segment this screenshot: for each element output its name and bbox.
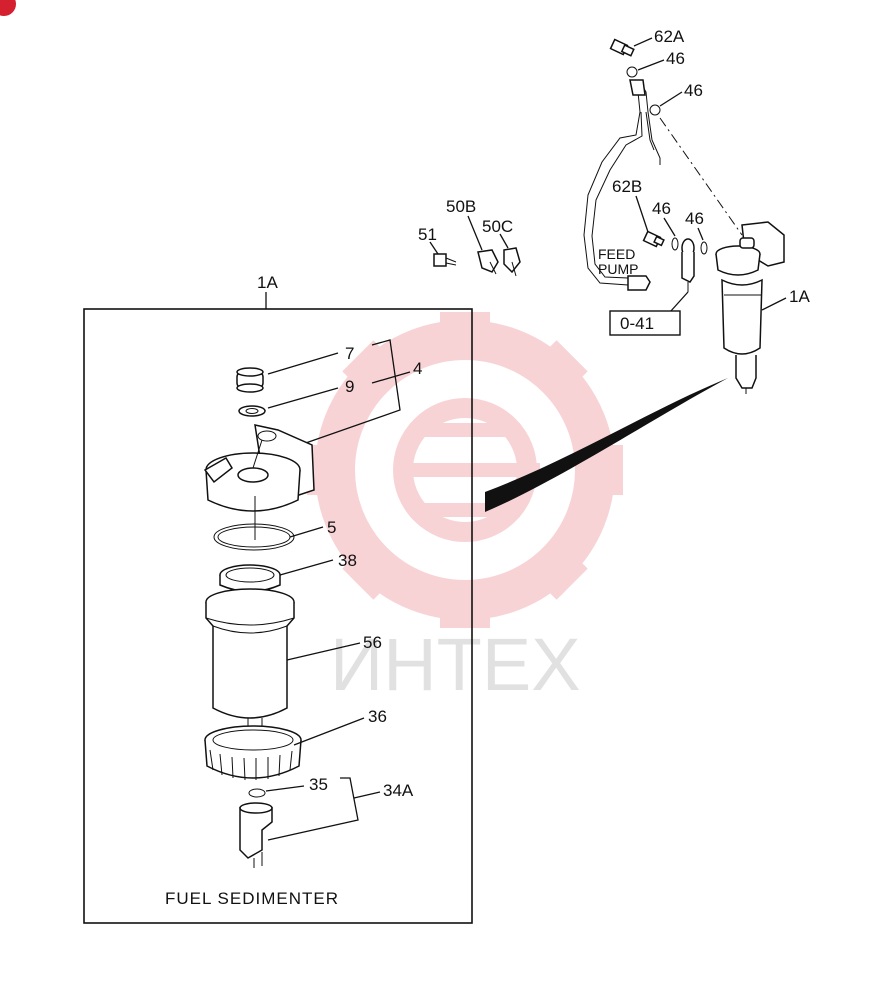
- callout-35: 35: [309, 775, 328, 794]
- callout-36: 36: [368, 707, 387, 726]
- callout-46-top: 46: [666, 49, 685, 68]
- leader-46-a: [663, 217, 676, 237]
- part-50c-clip: [503, 247, 521, 277]
- part-50b-clip: [477, 249, 499, 275]
- watermark-gear-icon: [307, 312, 623, 628]
- feed-pump-label-line2: PUMP: [598, 261, 638, 277]
- part-35-o-ring: [248, 788, 266, 798]
- callout-assembly-1a: 1A: [789, 287, 810, 306]
- callout-7: 7: [345, 344, 354, 363]
- leader-50b: [467, 215, 483, 251]
- part-36-bowl: [204, 725, 302, 781]
- centerline: [659, 117, 743, 236]
- callout-50c: 50C: [482, 217, 513, 236]
- leader-5: [289, 526, 324, 538]
- leader-36: [293, 717, 365, 746]
- callout-51: 51: [418, 225, 437, 244]
- part-46-top-washer: [626, 66, 638, 78]
- inset-frame: [83, 308, 473, 924]
- leader-50c: [499, 233, 509, 249]
- part-46-washer-a: [671, 237, 679, 251]
- leader-46-top: [637, 59, 665, 71]
- ref-box-label: 0-41: [620, 314, 654, 333]
- callout-62b: 62B: [612, 177, 642, 196]
- leader-56: [286, 642, 361, 661]
- callout-46-a: 46: [652, 199, 671, 218]
- leader-34a-bracket: [267, 777, 359, 841]
- leader-4: [371, 371, 411, 384]
- fuel-pipe: [583, 79, 661, 291]
- leader-7: [267, 352, 339, 375]
- leader-4-bracket: [299, 339, 401, 446]
- corner-badge: [0, 0, 16, 16]
- leader-assembly-1a: [761, 297, 787, 311]
- callout-inset-1a: 1A: [257, 273, 278, 292]
- part-4-filter-head: [203, 424, 315, 540]
- callout-4: 4: [413, 359, 422, 378]
- zoom-arrow: [485, 378, 728, 512]
- part-drain-plug: [239, 802, 273, 868]
- callout-50b: 50B: [446, 197, 476, 216]
- feed-pump-label-line1: FEED: [598, 246, 635, 262]
- callout-34a: 34A: [383, 781, 414, 800]
- part-7-plug: [236, 367, 264, 393]
- part-5-o-ring: [213, 523, 295, 551]
- callout-62a: 62A: [654, 27, 685, 46]
- callout-46-mid: 46: [684, 81, 703, 100]
- part-46-mid-washer: [649, 104, 661, 116]
- callout-38: 38: [338, 551, 357, 570]
- part-9-washer: [238, 405, 266, 417]
- part-62b-fitting: [642, 230, 665, 248]
- part-46-washer-b: [700, 241, 708, 255]
- diagram-caption: FUEL SEDIMENTER: [165, 889, 339, 908]
- leader-46-mid: [659, 91, 683, 107]
- callout-5: 5: [327, 518, 336, 537]
- callout-9: 9: [345, 377, 354, 396]
- part-56-filter-element: [205, 588, 295, 740]
- leader-ref-box: [669, 291, 689, 313]
- leader-34a: [353, 791, 381, 799]
- callout-56: 56: [363, 633, 382, 652]
- leader-62b: [635, 195, 649, 233]
- ref-box-frame: [609, 310, 681, 336]
- leader-51: [429, 241, 439, 255]
- part-62a-fitting: [609, 38, 635, 57]
- leader-38: [279, 559, 334, 576]
- leader-35: [265, 785, 305, 792]
- watermark-text: ИНТЕХ: [330, 623, 581, 706]
- part-51-bolt: [433, 253, 457, 267]
- leader-62a: [633, 37, 653, 47]
- part-banjo-connector: [681, 238, 695, 292]
- callout-46-b: 46: [685, 209, 704, 228]
- assembled-sedimenter: [715, 221, 785, 394]
- leader-9: [267, 387, 339, 409]
- part-38-seal-ring: [219, 564, 281, 593]
- leader-46-b: [697, 227, 704, 241]
